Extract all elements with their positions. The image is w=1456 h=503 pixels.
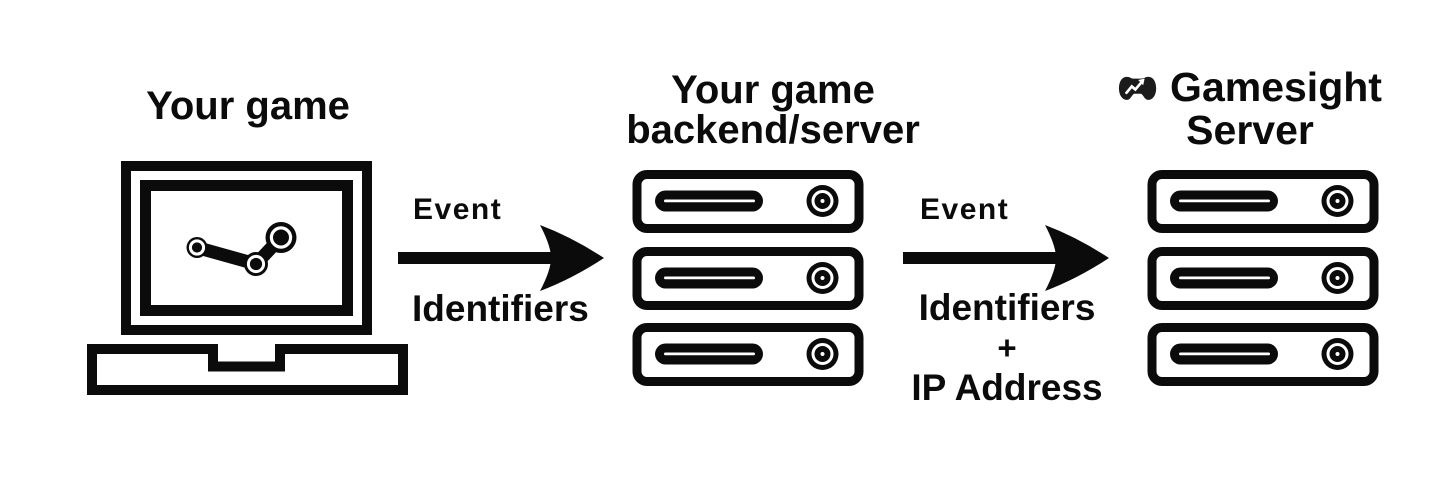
arrow-head: [1045, 225, 1109, 291]
server-unit: [637, 328, 859, 382]
arrow-game-to-backend: [398, 225, 604, 291]
arrow2-label-payload: Identifiers + IP Address: [911, 288, 1102, 408]
arrow1-label-event: Event: [413, 193, 503, 226]
gamesight-title-line2: Server: [1186, 107, 1314, 153]
steam-computer-icon: [87, 161, 408, 395]
arrow2-label-ip-address: IP Address: [911, 367, 1103, 408]
steam-logo-icon: [186, 222, 297, 276]
server-unit: [1152, 175, 1374, 229]
arrow-backend-to-gamesight: [903, 225, 1109, 291]
gamesight-server-stack-icon: [1152, 175, 1374, 382]
server-unit: [1152, 252, 1374, 306]
backend-title-line2: backend/server: [626, 108, 920, 152]
arrow2-label-identifiers: Identifiers: [918, 287, 1096, 328]
server-unit: [1152, 328, 1374, 382]
arrow-shaft: [903, 252, 1061, 264]
gamesight-title: Gamesight Server: [1118, 66, 1382, 152]
backend-title-line1: Your game: [671, 68, 875, 112]
gamesight-title-text: Gamesight: [1170, 64, 1382, 110]
computer-base: [87, 344, 408, 395]
arrow1-label-identifiers: Identifiers: [412, 288, 589, 329]
server-unit: [637, 252, 859, 306]
game-client-title: Your game: [146, 84, 350, 128]
backend-server-stack-icon: [637, 175, 859, 382]
gamesight-gamepad-icon: [1118, 76, 1157, 100]
arrow2-label-event: Event: [920, 193, 1010, 226]
gamesight-title-line1: Gamesight: [1118, 66, 1382, 109]
arrow-shaft: [398, 252, 556, 264]
arrow2-label-plus: +: [997, 329, 1017, 366]
server-unit: [637, 175, 859, 229]
monitor-screen: [140, 180, 353, 316]
backend-title: Your game backend/server: [626, 70, 920, 150]
arrow-head: [540, 225, 604, 291]
